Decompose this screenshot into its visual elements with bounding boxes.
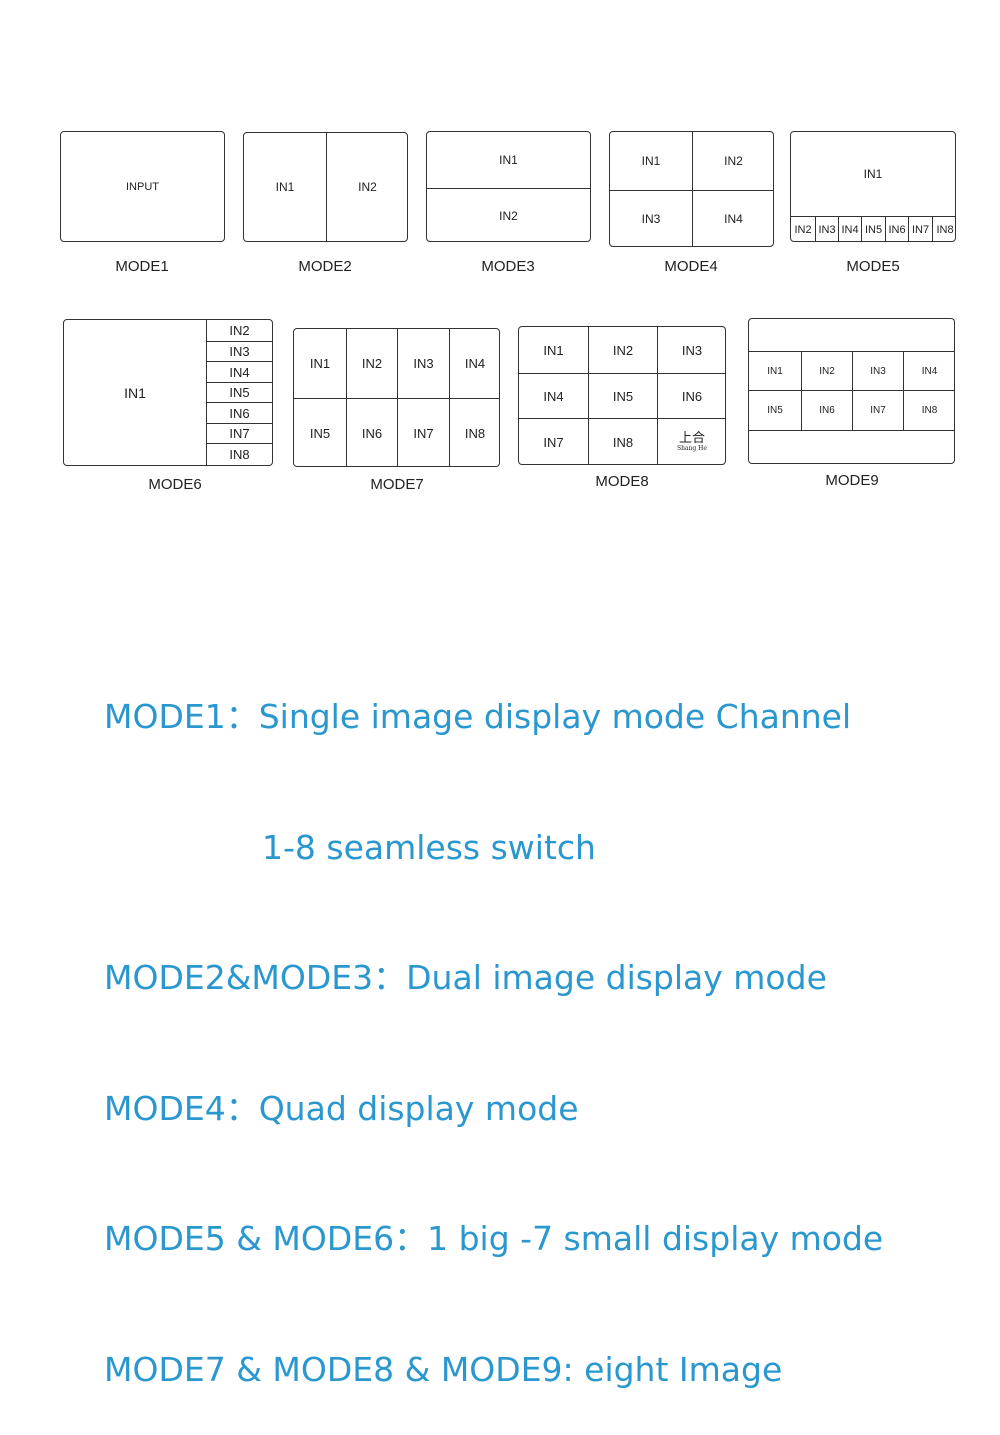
mode4-cell-in3: IN3 <box>610 190 692 246</box>
mode4-cell-in1: IN1 <box>641 154 661 168</box>
logo-chinese-text: 上合 <box>678 431 705 446</box>
mode3-cell-in2: IN2 <box>427 188 590 241</box>
mode8-cell-in2: IN2 <box>588 327 657 373</box>
mode7-cell-in2: IN2 <box>346 329 397 398</box>
mode7-cell-in6: IN6 <box>346 398 397 466</box>
mode7-caption: MODE7 <box>370 476 424 493</box>
mode4-cell-in4: IN4 <box>692 190 773 246</box>
mode6-cell-in7: IN7 <box>206 423 272 443</box>
mode7-screen: IN1 IN2 IN3 IN4 IN5 IN6 IN7 IN8 <box>293 328 500 467</box>
mode6-cell-in6: IN6 <box>206 402 272 423</box>
mode5-cell-in6: IN6 <box>885 216 908 241</box>
description-line-3: MODE2&MODE3：Dual image display mode <box>104 958 827 997</box>
mode7-cell-in4: IN4 <box>449 329 499 398</box>
mode8-cell-in6: IN6 <box>657 373 725 418</box>
mode7-cell-in3: IN3 <box>397 329 449 398</box>
mode4-caption: MODE4 <box>664 258 718 275</box>
mode9-caption: MODE9 <box>825 472 879 489</box>
mode3-caption: MODE3 <box>481 258 535 275</box>
mode3-cell-in1: IN1 <box>499 153 518 167</box>
mode7-cell-in8: IN8 <box>449 398 499 466</box>
mode8-screen: IN1 IN2 IN3 IN4 IN5 IN6 IN7 IN8 上合 Shang… <box>518 326 726 465</box>
mode6-cell-in2: IN2 <box>206 320 272 341</box>
mode6-cell-in1: IN1 <box>124 384 146 401</box>
mode9-cell-in5: IN5 <box>749 390 801 430</box>
mode8-cell-in7: IN7 <box>519 418 588 464</box>
mode8-logo-cell: 上合 Shang He <box>657 418 725 464</box>
mode6-cell-in3: IN3 <box>206 341 272 361</box>
mode5-cell-in7: IN7 <box>908 216 932 241</box>
mode9-cell-in3: IN3 <box>852 351 903 390</box>
mode3-screen: IN1 IN2 <box>426 131 591 242</box>
mode9-screen: IN1 IN2 IN3 IN4 IN5 IN6 IN7 IN8 <box>748 318 955 464</box>
description-line-6: MODE7 & MODE8 & MODE9: eight Image <box>104 1349 783 1389</box>
mode9-cell-in1: IN1 <box>749 351 801 390</box>
mode9-cell-in8: IN8 <box>903 390 954 430</box>
mode5-cell-in8: IN8 <box>932 216 955 241</box>
mode6-screen: IN1 IN2 IN3 IN4 IN5 IN6 IN7 IN8 <box>63 319 273 466</box>
mode9-cell-in7: IN7 <box>852 390 903 430</box>
mode6-caption: MODE6 <box>148 476 202 493</box>
mode9-cell-in2: IN2 <box>801 351 852 390</box>
mode5-screen: IN1 IN2 IN3 IN4 IN5 IN6 IN7 IN8 <box>790 131 956 242</box>
mode1-caption: MODE1 <box>115 258 169 275</box>
mode8-cell-in1: IN1 <box>543 342 564 358</box>
mode7-cell-in7: IN7 <box>397 398 449 466</box>
mode8-caption: MODE8 <box>595 473 649 490</box>
mode9-cell-in4: IN4 <box>903 351 954 390</box>
mode5-cell-in5: IN5 <box>861 216 885 241</box>
mode-description-block: MODE1：Single image display mode Channel … <box>104 608 883 1435</box>
mode4-cell-in2: IN2 <box>692 132 773 190</box>
mode1-screen: INPUT <box>60 131 225 242</box>
description-line-2: 1-8 seamless switch <box>262 827 596 867</box>
mode9-bottom-band <box>749 430 954 463</box>
mode8-cell-in3: IN3 <box>657 327 725 373</box>
mode6-cell-in8: IN8 <box>206 443 272 465</box>
mode2-cell-in1: IN1 <box>275 180 295 194</box>
mode2-cell-in2: IN2 <box>326 133 407 241</box>
description-line-4: MODE4：Quad display mode <box>104 1088 579 1128</box>
mode8-cell-in4: IN4 <box>519 373 588 418</box>
logo-english-text: Shang He <box>677 445 707 452</box>
mode7-cell-in5: IN5 <box>294 398 346 466</box>
mode5-cell-in3: IN3 <box>815 216 838 241</box>
mode5-caption: MODE5 <box>846 258 900 275</box>
mode8-cell-in8: IN8 <box>588 418 657 464</box>
mode5-cell-in2: IN2 <box>791 216 815 241</box>
mode2-caption: MODE2 <box>298 258 352 275</box>
mode4-screen: IN1 IN2 IN3 IN4 <box>609 131 774 247</box>
mode2-screen: IN1 IN2 <box>243 132 408 242</box>
mode8-cell-in5: IN5 <box>588 373 657 418</box>
mode5-cell-in1: IN1 <box>863 167 883 181</box>
mode9-cell-in6: IN6 <box>801 390 852 430</box>
description-line-1: MODE1：Single image display mode Channel <box>104 697 852 736</box>
mode5-cell-in4: IN4 <box>838 216 861 241</box>
mode6-cell-in5: IN5 <box>206 382 272 402</box>
mode7-cell-in1: IN1 <box>309 356 331 371</box>
mode6-cell-in4: IN4 <box>206 361 272 382</box>
mode1-input-cell: INPUT <box>126 180 159 193</box>
description-line-5: MODE5 & MODE6：1 big -7 small display mod… <box>104 1219 884 1258</box>
